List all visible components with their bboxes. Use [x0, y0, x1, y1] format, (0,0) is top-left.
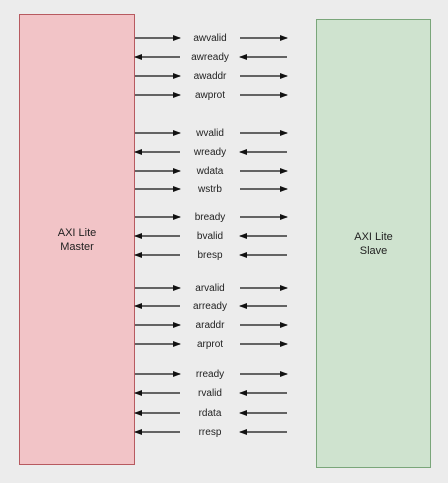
signal-araddr: araddr — [135, 320, 288, 331]
signal-label: wready — [193, 147, 226, 158]
master-label: AXI Lite Master — [57, 226, 97, 253]
signal-label: awaddr — [194, 71, 227, 82]
signal-wstrb: wstrb — [135, 184, 288, 195]
signal-rdata: rdata — [134, 408, 287, 419]
signal-label: wstrb — [197, 184, 222, 195]
signal-wready: wready — [134, 147, 287, 158]
signal-label: rready — [196, 369, 224, 380]
signal-bresp: bresp — [134, 250, 287, 261]
signal-rvalid: rvalid — [134, 388, 287, 399]
signal-label: bvalid — [197, 231, 223, 242]
signal-label: bresp — [197, 250, 222, 261]
signal-arready: arready — [134, 301, 287, 312]
signal-label: rdata — [199, 408, 222, 419]
signal-wdata: wdata — [135, 166, 288, 177]
signal-label: awprot — [195, 90, 225, 101]
signal-arvalid: arvalid — [135, 283, 288, 294]
signal-arprot: arprot — [135, 339, 288, 350]
signal-awaddr: awaddr — [135, 71, 288, 82]
signal-bvalid: bvalid — [134, 231, 287, 242]
signal-label: awvalid — [193, 33, 226, 44]
axi-lite-slave-block: AXI Lite Slave — [316, 19, 431, 468]
signal-label: arvalid — [195, 283, 224, 294]
signal-label: rresp — [199, 427, 222, 438]
signal-bready: bready — [135, 212, 288, 223]
signal-label: arready — [193, 301, 227, 312]
signal-awvalid: awvalid — [135, 33, 288, 44]
signal-label: araddr — [196, 320, 226, 331]
signal-label: rvalid — [198, 388, 222, 399]
slave-label: AXI Lite Slave — [354, 230, 393, 257]
signal-label: arprot — [197, 339, 223, 350]
signal-label: bready — [195, 212, 226, 223]
signal-wvalid: wvalid — [135, 128, 288, 139]
signal-label: wvalid — [195, 128, 224, 139]
signal-rresp: rresp — [134, 427, 287, 438]
axi-lite-master-block: AXI Lite Master — [19, 14, 135, 465]
signal-label: wdata — [196, 166, 224, 177]
signal-awready: awready — [134, 52, 287, 63]
signal-rready: rready — [135, 369, 288, 380]
signal-awprot: awprot — [135, 90, 288, 101]
signal-label: awready — [191, 52, 229, 63]
